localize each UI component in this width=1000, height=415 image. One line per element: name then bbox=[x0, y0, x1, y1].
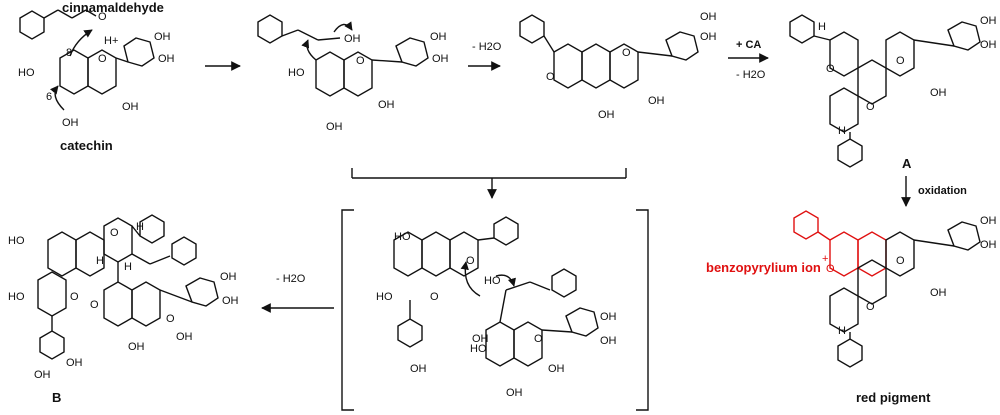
atom-ho: HO bbox=[470, 343, 487, 355]
atom-oh: OH bbox=[980, 15, 997, 27]
atom-o: O bbox=[866, 301, 875, 313]
atom-oh: OH bbox=[930, 287, 947, 299]
atom-ho: HO bbox=[8, 291, 25, 303]
atom-oh: OH bbox=[548, 363, 565, 375]
atom-o: O bbox=[896, 55, 905, 67]
condition-water-loss: - H2O bbox=[736, 69, 766, 81]
atom-h: H bbox=[136, 221, 144, 233]
benzopyrylium-label: benzopyrylium ion bbox=[706, 260, 821, 275]
compound-b-structure: HO O H H H HO O O O OH OH OH OH OH OH B bbox=[8, 214, 239, 405]
atom-oh: OH bbox=[326, 121, 343, 133]
condition-water-loss: - H2O bbox=[472, 41, 502, 53]
atom-o: O bbox=[90, 299, 99, 311]
cinnamaldehyde-label: cinnamaldehyde bbox=[62, 0, 164, 15]
position-8: 8 bbox=[66, 47, 72, 59]
atom-o: O bbox=[826, 263, 835, 275]
atom-o: O bbox=[466, 255, 475, 267]
atom-o: O bbox=[70, 291, 79, 303]
atom-h: H bbox=[96, 255, 104, 267]
atom-ho: HO bbox=[8, 235, 25, 247]
atom-oh: OH bbox=[980, 39, 997, 51]
intermediate-2: OH OH O O OH OH bbox=[519, 11, 717, 121]
atom-h: H bbox=[838, 325, 846, 337]
atom-oh: OH bbox=[980, 215, 997, 227]
atom-oh: OH bbox=[154, 31, 171, 43]
atom-oh: OH bbox=[600, 311, 617, 323]
atom-oh: OH bbox=[598, 109, 615, 121]
atom-o: O bbox=[98, 11, 107, 23]
atom-o: O bbox=[98, 53, 107, 65]
atom-oh: OH bbox=[128, 341, 145, 353]
atom-oh: OH bbox=[930, 87, 947, 99]
proton-label: H+ bbox=[104, 35, 118, 47]
compound-a-structure: H O O O H OH OH OH A bbox=[789, 14, 997, 171]
atom-ho: HO bbox=[376, 291, 393, 303]
position-6: 6 bbox=[46, 91, 52, 103]
catechin-structure: OH OH HO O OH OH 8 6 catechin bbox=[18, 29, 175, 153]
atom-oh: OH bbox=[506, 387, 523, 399]
atom-oh: OH bbox=[378, 99, 395, 111]
atom-o: O bbox=[866, 101, 875, 113]
atom-ho: HO bbox=[288, 67, 305, 79]
atom-ho: HO bbox=[484, 275, 501, 287]
atom-oh: OH bbox=[220, 271, 237, 283]
atom-o: O bbox=[826, 63, 835, 75]
compound-b-label: B bbox=[52, 390, 61, 405]
atom-oh: OH bbox=[700, 11, 717, 23]
atom-oh: OH bbox=[430, 31, 447, 43]
branch-connector bbox=[351, 168, 627, 199]
red-pigment-label: red pigment bbox=[856, 390, 931, 405]
intermediate-1: OH OH OH HO O OH OH bbox=[257, 14, 449, 133]
atom-ho: HO bbox=[394, 231, 411, 243]
atom-o: O bbox=[356, 55, 365, 67]
atom-oh: OH bbox=[600, 335, 617, 347]
atom-oh: OH bbox=[472, 333, 489, 345]
condition-water-loss: - H2O bbox=[276, 273, 306, 285]
atom-o: O bbox=[546, 71, 555, 83]
atom-oh: OH bbox=[980, 239, 997, 251]
atom-oh: OH bbox=[344, 33, 361, 45]
atom-h: H bbox=[838, 125, 846, 137]
atom-oh: OH bbox=[34, 369, 51, 381]
atom-oh: OH bbox=[432, 53, 449, 65]
atom-o: O bbox=[896, 255, 905, 267]
cinnamaldehyde-structure: O cinnamaldehyde H+ bbox=[19, 0, 164, 47]
atom-o: O bbox=[622, 47, 631, 59]
atom-o: O bbox=[430, 291, 439, 303]
atom-o: O bbox=[166, 313, 175, 325]
atom-oh: OH bbox=[122, 101, 139, 113]
atom-oh: OH bbox=[648, 95, 665, 107]
atom-o: O bbox=[110, 227, 119, 239]
atom-oh: OH bbox=[158, 53, 175, 65]
bracketed-intermediate: HO O HO O OH OH HO HO O OH OH OH OH bbox=[341, 209, 649, 411]
atom-oh: OH bbox=[410, 363, 427, 375]
atom-h: H bbox=[818, 21, 826, 33]
atom-oh: OH bbox=[222, 295, 239, 307]
atom-oh: OH bbox=[700, 31, 717, 43]
red-pigment-structure: O + O O H OH OH OH benzopyrylium ion red… bbox=[706, 210, 997, 405]
condition-plus-ca: + CA bbox=[736, 39, 761, 51]
atom-oh: OH bbox=[66, 357, 83, 369]
compound-a-label: A bbox=[902, 156, 912, 171]
cation-charge: + bbox=[822, 253, 828, 265]
catechin-label: catechin bbox=[60, 138, 113, 153]
atom-ho: HO bbox=[18, 67, 35, 79]
atom-oh: OH bbox=[176, 331, 193, 343]
atom-o: O bbox=[534, 333, 543, 345]
atom-h: H bbox=[124, 261, 132, 273]
condition-oxidation: oxidation bbox=[918, 185, 967, 197]
atom-oh: OH bbox=[62, 117, 79, 129]
